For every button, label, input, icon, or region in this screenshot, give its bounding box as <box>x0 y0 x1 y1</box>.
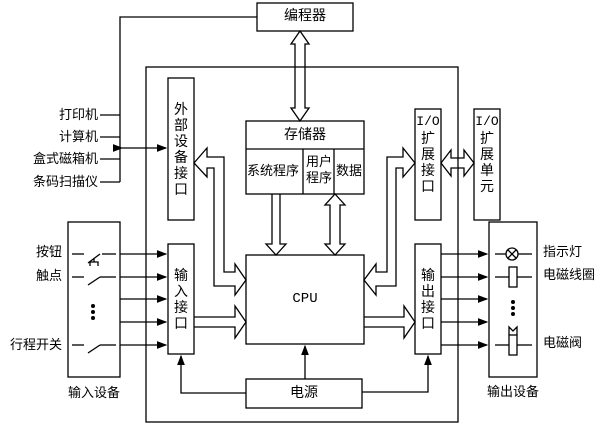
power-label: 电源 <box>290 385 318 401</box>
encoder-label: 编程器 <box>284 8 326 24</box>
cpu-box <box>245 254 365 345</box>
plc-outer-box <box>145 66 459 423</box>
input-interface-box <box>167 243 195 355</box>
cpu-output-arrow <box>364 303 416 341</box>
io-expansion-interface-box <box>414 108 442 221</box>
io-expansion-unit-label: 扩展单元 <box>480 131 494 195</box>
input-item-travel-switch: 行程开关 <box>9 338 62 353</box>
valve-symbol <box>495 325 532 356</box>
input-device-box <box>67 221 121 378</box>
peripheral-printer: 打印机 <box>58 108 98 123</box>
input-item-button: 按钮 <box>35 245 62 260</box>
io-expansion-interface-label: 扩展接口 <box>421 131 435 195</box>
output-item-valve: 电磁阀 <box>543 336 583 351</box>
data-cpu-arrow <box>323 193 347 256</box>
io-expansion-link-arrow <box>440 148 475 178</box>
external-interface-label: 外部设备接口 <box>174 102 188 198</box>
peripheral-computer: 计算机 <box>58 130 98 145</box>
external-interface-box <box>167 77 195 221</box>
encoder-storage-arrow <box>289 29 311 123</box>
peripheral-barcode-scanner: 条码扫描仪 <box>32 175 98 190</box>
output-devices-title: 输出设备 <box>486 385 539 400</box>
travel-switch-symbol <box>72 344 116 354</box>
io-expansion-interface-top: I/O <box>416 114 440 129</box>
input-cpu-arrow <box>194 303 247 341</box>
storage-cpu-arrow <box>264 194 288 256</box>
output-signal-lines <box>441 250 489 349</box>
storage-title: 存储器 <box>284 127 326 143</box>
io-expansion-unit-top: I/O <box>475 114 499 129</box>
io-expansion-unit-box <box>473 108 501 221</box>
cpu-io-expansion-arrow <box>363 146 416 297</box>
output-item-lamp: 指示灯 <box>543 245 583 260</box>
lamp-symbol <box>495 247 532 261</box>
peripheral-cassette: 盒式磁箱机 <box>32 152 98 167</box>
output-interface-label: 输出接口 <box>421 268 435 332</box>
pushbutton-symbol <box>72 253 116 266</box>
contact-symbol <box>72 276 116 286</box>
user-program-label: 用户程序 <box>305 155 332 186</box>
data-label: 数据 <box>336 164 363 179</box>
system-program-label: 系统程序 <box>247 164 300 179</box>
input-item-contact: 触点 <box>35 269 62 284</box>
cpu-label: CPU <box>292 291 318 307</box>
storage-box <box>245 120 365 195</box>
output-device-box <box>488 221 538 378</box>
ellipsis-dots-output <box>511 300 515 316</box>
input-interface-label: 输入接口 <box>174 268 188 332</box>
input-devices-title: 输入设备 <box>67 386 120 401</box>
coil-symbol <box>495 266 532 288</box>
ellipsis-dots-input <box>91 304 95 320</box>
output-item-coil: 电磁线圈 <box>543 268 596 283</box>
input-signal-lines <box>120 250 168 349</box>
external-cpu-arrow <box>193 146 247 297</box>
